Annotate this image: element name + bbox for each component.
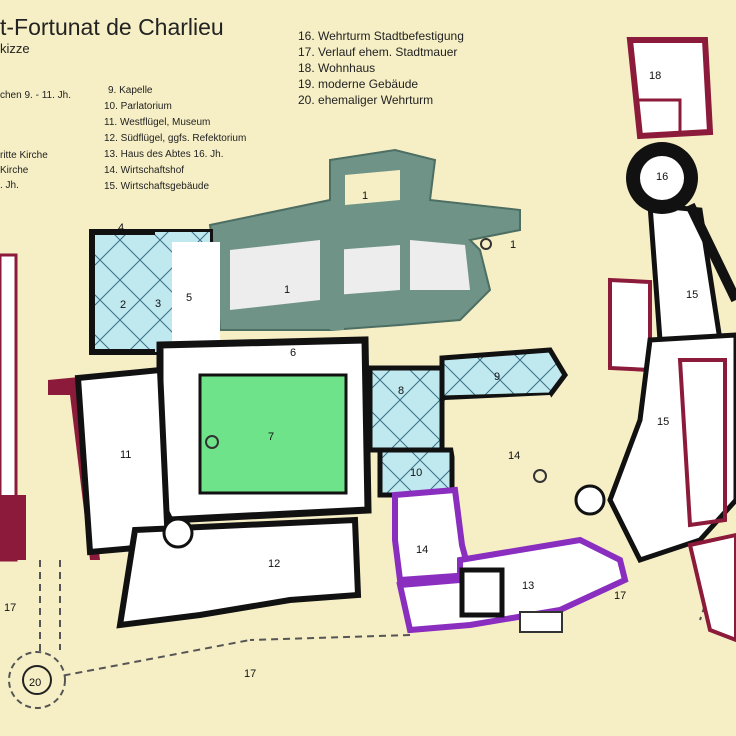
former-town-wall-path	[39, 560, 411, 681]
label-12: 12	[268, 558, 280, 570]
legend-item-16: 16. Wehrturm Stadtbefestigung	[298, 29, 464, 43]
label-14: 14	[416, 544, 428, 556]
label-17: 17	[4, 602, 16, 614]
west-wing	[74, 366, 172, 556]
label-7: 7	[268, 431, 274, 443]
plan-number-labels: 1 1 1 2 3 4 5 6 7 8 9 10 11 12 13 14 14 …	[4, 70, 698, 689]
economic-courtyard	[445, 395, 600, 545]
label-14: 14	[508, 450, 520, 462]
label-11: 11	[120, 449, 131, 461]
legend-left-item: . Jh.	[0, 180, 19, 191]
legend-item-11: 11. Westflügel, Museum	[104, 117, 211, 128]
legend-item-10: 10. Parlatorium	[104, 101, 172, 112]
chapel-9	[439, 347, 569, 401]
label-2: 2	[120, 299, 126, 311]
label-15: 15	[686, 289, 698, 301]
label-4: 4	[118, 222, 124, 234]
label-13: 13	[522, 580, 534, 592]
map-title: t-Fortunat de Charlieu	[0, 14, 224, 40]
label-1: 1	[362, 190, 368, 202]
label-1: 1	[284, 284, 290, 296]
label-1: 1	[510, 239, 516, 251]
legend-left-item: ritte Kirche	[0, 150, 48, 161]
economic-building-lower	[607, 332, 736, 564]
house-18	[626, 37, 714, 140]
label-17: 17	[614, 590, 626, 602]
label-18: 18	[649, 70, 661, 82]
legend-item-14: 14. Wirtschaftshof	[104, 165, 185, 176]
legend-item-17: 17. Verlauf ehem. Stadtmauer	[298, 45, 458, 59]
legend-item-9: 9. Kapelle	[108, 85, 153, 96]
legend-item-15: 15. Wirtschaftsgebäude	[104, 181, 210, 192]
label-10: 10	[410, 467, 422, 479]
legend-left-item: Kirche	[0, 165, 29, 176]
economic-building-upper	[647, 202, 723, 343]
map-subtitle: kizze	[0, 41, 30, 56]
label-6: 6	[290, 347, 296, 359]
legend-item-12: 12. Südflügel, ggfs. Refektorium	[104, 133, 247, 144]
label-15: 15	[657, 416, 669, 428]
label-3: 3	[155, 298, 161, 310]
chapter-vault-8	[367, 365, 445, 453]
label-20: 20	[29, 677, 41, 689]
legend-item-20: 20. ehemaliger Wehrturm	[298, 93, 434, 107]
label-9: 9	[494, 371, 500, 383]
cloister-garth	[198, 373, 348, 495]
legend-left-item: chen 9. - 11. Jh.	[0, 90, 71, 101]
south-wing	[116, 516, 362, 629]
legend-item-13: 13. Haus des Abtes 16. Jh.	[104, 149, 224, 160]
abbot-house-13	[396, 536, 629, 634]
legend-item-18: 18. Wohnhaus	[298, 61, 376, 75]
label-17: 17	[244, 668, 256, 680]
legend-item-19: 19. moderne Gebäude	[298, 77, 419, 91]
label-8: 8	[398, 385, 404, 397]
label-5: 5	[186, 292, 192, 304]
label-16: 16	[656, 171, 668, 183]
